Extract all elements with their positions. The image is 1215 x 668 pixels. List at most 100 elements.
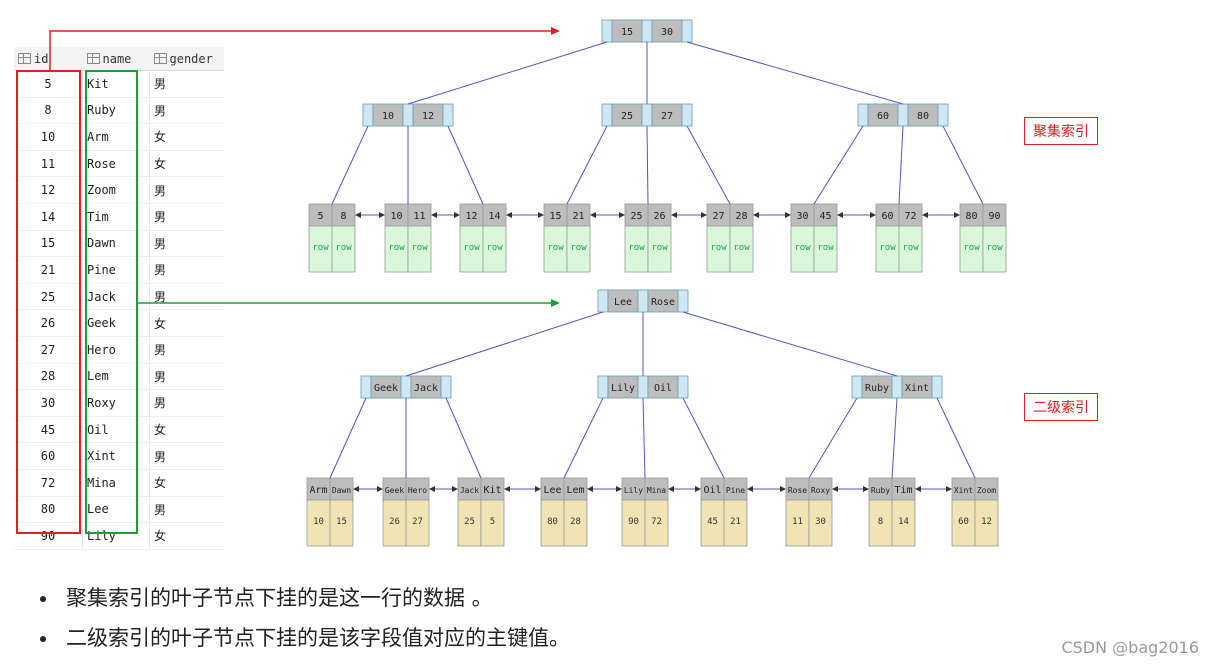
cell-gender: 男	[149, 496, 224, 524]
leaf-key-label: Oil	[703, 485, 721, 496]
cell-name: Jack	[82, 283, 150, 311]
leaf-key-label: Roxy	[811, 486, 830, 495]
node-key-label: 25	[621, 111, 633, 122]
node-pointer	[402, 103, 414, 127]
cell-gender: 男	[149, 230, 224, 258]
leaf-key-label: Pine	[726, 486, 745, 495]
column-header-id[interactable]: id	[14, 47, 83, 71]
node-pointer	[681, 103, 693, 127]
leaf-link-arrowhead	[701, 212, 707, 218]
node-key-label: 27	[661, 111, 673, 122]
cell-name: Zoom	[82, 176, 150, 204]
leaf-key-label: 27	[712, 211, 724, 222]
leaf-key-label: Dawn	[332, 486, 351, 495]
column-header-gender[interactable]: gender	[149, 47, 224, 71]
leaf-link-arrowhead	[538, 212, 544, 218]
leaf-key-label: Arm	[309, 485, 327, 496]
cell-gender: 男	[149, 363, 224, 391]
leaf-value-label: 10	[313, 517, 324, 527]
id-to-clustered-arrow	[49, 30, 552, 70]
node-key-label: 60	[877, 111, 889, 122]
secondary-edge	[329, 397, 367, 479]
leaf-value	[480, 499, 505, 547]
cell-id: 72	[14, 469, 83, 497]
column-icon	[86, 52, 100, 64]
bullet-secondary: 二级索引的叶子节点下挂的是该字段值对应的主键值。	[40, 620, 570, 660]
leaf-link-arrowhead	[922, 212, 928, 218]
explanation-list: 聚集索引的叶子节点下挂的是这一行的数据 。 二级索引的叶子节点下挂的是该字段值对…	[40, 580, 570, 660]
leaf-link-arrowhead	[353, 486, 359, 492]
leaf-link-arrowhead	[590, 212, 596, 218]
leaf-value-label: row	[902, 243, 919, 253]
leaf-key-label: 72	[904, 211, 916, 222]
node-key-label: Xint	[905, 383, 929, 394]
leaf-key-label: Ruby	[871, 486, 890, 495]
cell-id: 10	[14, 123, 83, 151]
leaf-key-label: 11	[413, 211, 425, 222]
leaf-link-arrowhead	[379, 212, 385, 218]
leaf-key-label: 30	[796, 211, 808, 222]
leaf-key-label: 26	[653, 211, 665, 222]
node-pointer	[400, 375, 412, 399]
node-key-label: Lee	[614, 297, 632, 308]
leaf-value-label: 21	[730, 517, 741, 527]
leaf-value-label: 8	[878, 517, 883, 527]
leaf-value	[974, 499, 999, 547]
node-key-label: Jack	[414, 383, 438, 394]
cell-id: 26	[14, 309, 83, 337]
leaf-key-label: Geek	[385, 486, 404, 495]
leaf-key-label: Lily	[624, 486, 643, 495]
node-pointer	[677, 289, 689, 313]
node-pointer	[897, 103, 909, 127]
cell-name: Kit	[82, 70, 150, 98]
leaf-value	[813, 225, 838, 273]
secondary-edge	[936, 397, 976, 479]
leaf-value	[644, 499, 669, 547]
node-pointer	[931, 375, 943, 399]
node-pointer	[891, 375, 903, 399]
column-header-name[interactable]: name	[82, 47, 150, 71]
leaf-value-label: row	[570, 243, 587, 253]
leaf-value-label: row	[628, 243, 645, 253]
node-pointer	[851, 375, 863, 399]
cell-gender: 男	[149, 283, 224, 311]
node-key-label: Oil	[654, 383, 672, 394]
leaf-value	[808, 499, 833, 547]
column-icon	[153, 52, 167, 64]
clustered-edge	[407, 41, 608, 105]
cell-gender: 男	[149, 256, 224, 284]
node-key-label: 12	[422, 111, 434, 122]
node-pointer	[681, 19, 693, 43]
cell-id: 60	[14, 442, 83, 470]
leaf-key-label: 80	[965, 211, 977, 222]
leaf-link-arrowhead	[915, 486, 921, 492]
table-header-row: id name gender	[14, 47, 224, 71]
cell-id: 28	[14, 363, 83, 391]
leaf-key-label: 5	[317, 211, 323, 222]
leaf-link-arrowhead	[837, 212, 843, 218]
